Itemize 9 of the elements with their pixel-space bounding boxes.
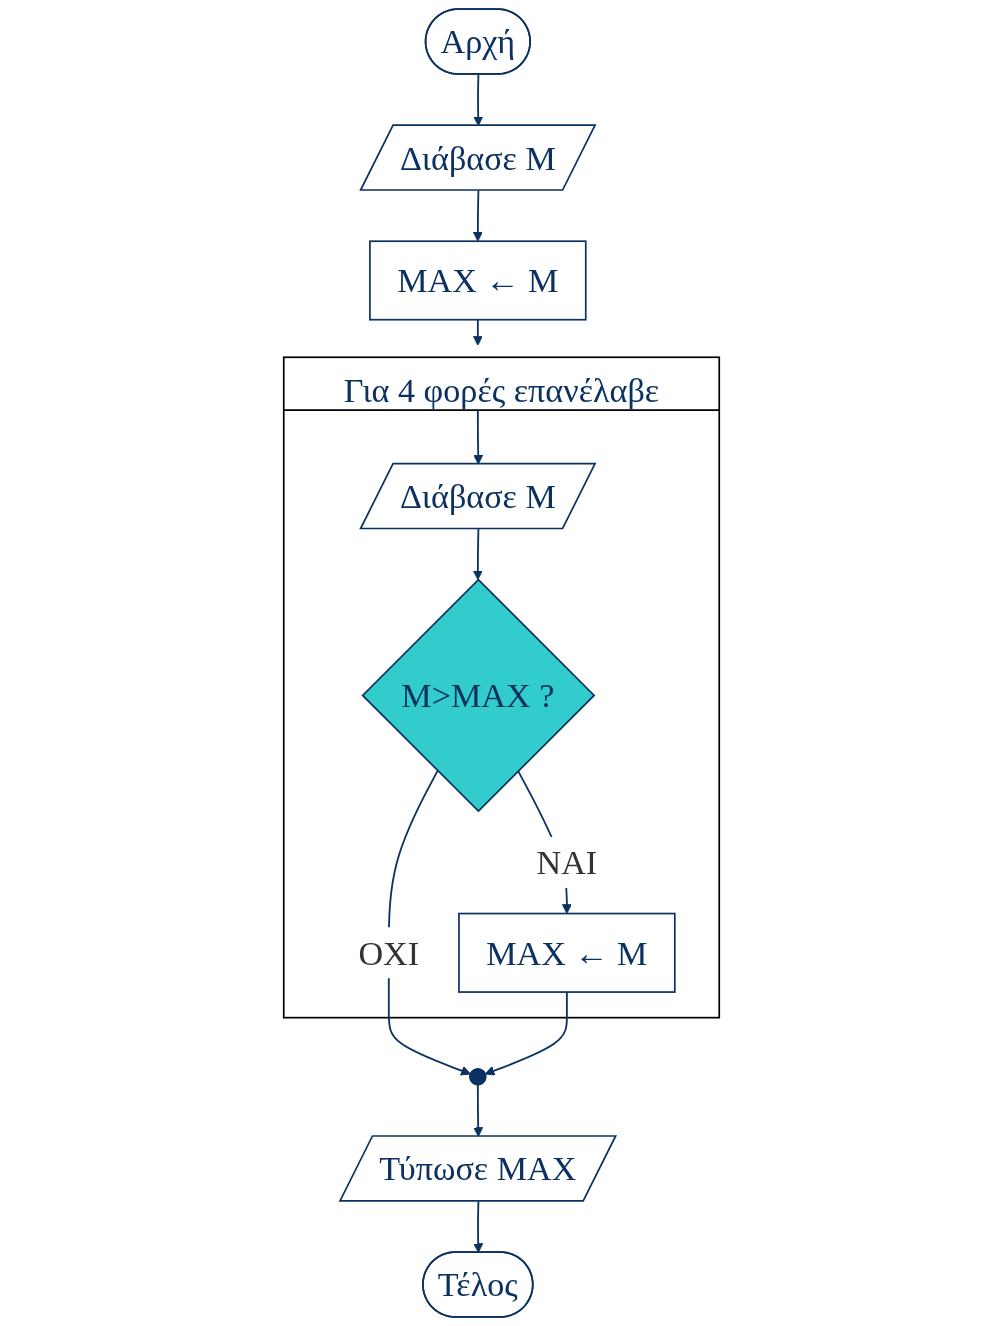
edge-label: ΝΑΙ <box>536 843 598 882</box>
arrow <box>484 991 568 1076</box>
arrow <box>472 318 483 346</box>
node-diamond: M>MAX ? <box>361 578 596 813</box>
node-box: MAX ← M <box>458 912 676 993</box>
arrow <box>472 528 483 581</box>
edge-label: ΟΧΙ <box>358 934 420 972</box>
node-box: MAX ← M <box>369 240 587 321</box>
arrow <box>473 1200 484 1254</box>
